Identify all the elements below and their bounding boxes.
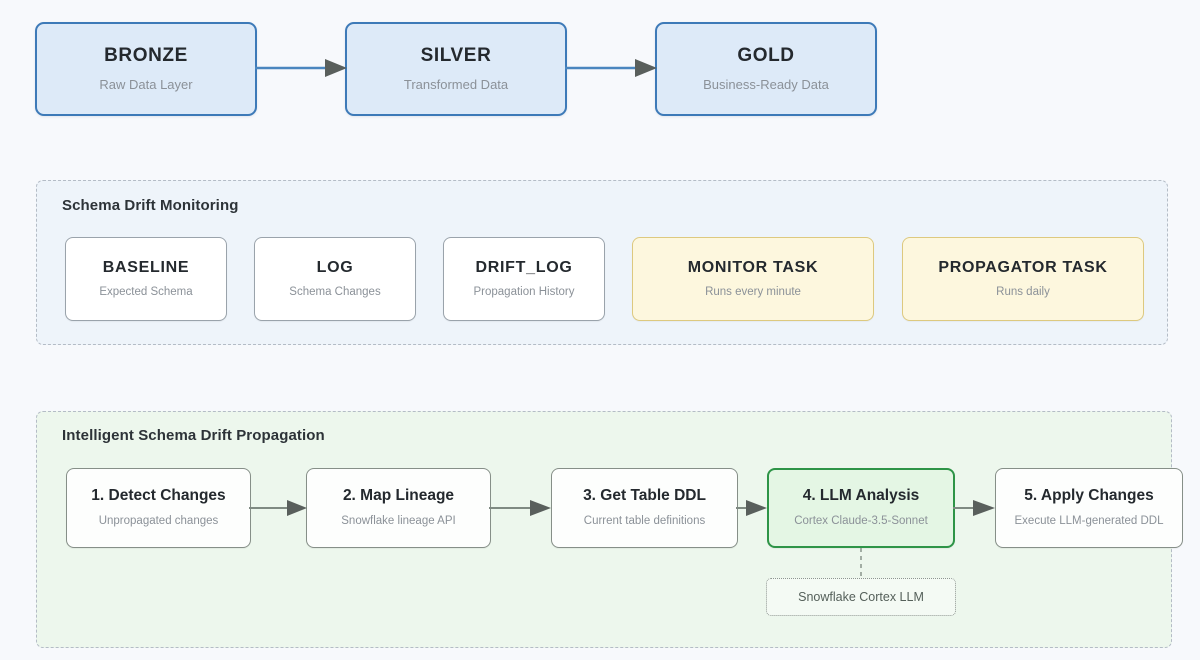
step-2-subtitle: Snowflake lineage API: [341, 514, 456, 527]
step-4-llm-analysis[interactable]: 4. LLM Analysis Cortex Claude-3.5-Sonnet: [767, 468, 955, 548]
node-baseline-title: BASELINE: [102, 259, 190, 276]
node-silver[interactable]: SILVER Transformed Data: [345, 22, 567, 116]
step-3-subtitle: Current table definitions: [583, 514, 706, 527]
step-4-subtitle: Cortex Claude-3.5-Sonnet: [794, 514, 928, 527]
connector-step4-to-step5: [953, 500, 995, 516]
step-5-subtitle: Execute LLM-generated DDL: [1014, 514, 1164, 527]
node-gold-subtitle: Business-Ready Data: [703, 77, 829, 93]
node-monitor-task-title: MONITOR TASK: [687, 259, 819, 276]
connector-step3-to-step4: [736, 500, 767, 516]
step-2-map-lineage[interactable]: 2. Map Lineage Snowflake lineage API: [306, 468, 491, 548]
node-gold[interactable]: GOLD Business-Ready Data: [655, 22, 877, 116]
node-silver-subtitle: Transformed Data: [403, 77, 509, 93]
group-intelligent-propagation-title: Intelligent Schema Drift Propagation: [62, 427, 325, 444]
step-3-title: 3. Get Table DDL: [583, 487, 706, 505]
node-propagator-task[interactable]: PROPAGATOR TASK Runs daily: [902, 237, 1144, 321]
group-schema-drift-monitoring-title: Schema Drift Monitoring: [62, 197, 239, 214]
node-propagator-task-subtitle: Runs daily: [996, 286, 1050, 299]
node-propagator-task-title: PROPAGATOR TASK: [938, 259, 1108, 276]
step-1-title: 1. Detect Changes: [91, 487, 226, 505]
node-bronze[interactable]: BRONZE Raw Data Layer: [35, 22, 257, 116]
node-bronze-subtitle: Raw Data Layer: [99, 77, 193, 93]
node-log-subtitle: Schema Changes: [289, 286, 381, 299]
external-note-snowflake-cortex-llm[interactable]: Snowflake Cortex LLM: [766, 578, 956, 616]
step-4-title: 4. LLM Analysis: [802, 487, 920, 505]
connector-bronze-to-silver: [255, 59, 347, 77]
node-bronze-title: BRONZE: [104, 45, 188, 67]
node-gold-title: GOLD: [737, 45, 795, 67]
step-1-subtitle: Unpropagated changes: [98, 514, 219, 527]
step-5-title: 5. Apply Changes: [1024, 487, 1154, 505]
node-drift-log-subtitle: Propagation History: [473, 286, 575, 299]
connector-step1-to-step2: [249, 500, 307, 516]
node-monitor-task-subtitle: Runs every minute: [705, 286, 801, 299]
node-log-title: LOG: [316, 259, 354, 276]
connector-llm-to-cortex-note: [860, 548, 862, 578]
step-3-get-table-ddl[interactable]: 3. Get Table DDL Current table definitio…: [551, 468, 738, 548]
node-monitor-task[interactable]: MONITOR TASK Runs every minute: [632, 237, 874, 321]
node-baseline[interactable]: BASELINE Expected Schema: [65, 237, 227, 321]
step-1-detect-changes[interactable]: 1. Detect Changes Unpropagated changes: [66, 468, 251, 548]
step-5-apply-changes[interactable]: 5. Apply Changes Execute LLM-generated D…: [995, 468, 1183, 548]
step-2-title: 2. Map Lineage: [342, 487, 455, 505]
connector-step2-to-step3: [489, 500, 551, 516]
node-drift-log-title: DRIFT_LOG: [475, 259, 573, 276]
node-log[interactable]: LOG Schema Changes: [254, 237, 416, 321]
node-silver-title: SILVER: [420, 45, 492, 67]
connector-silver-to-gold: [565, 59, 657, 77]
node-baseline-subtitle: Expected Schema: [99, 286, 193, 299]
node-drift-log[interactable]: DRIFT_LOG Propagation History: [443, 237, 605, 321]
